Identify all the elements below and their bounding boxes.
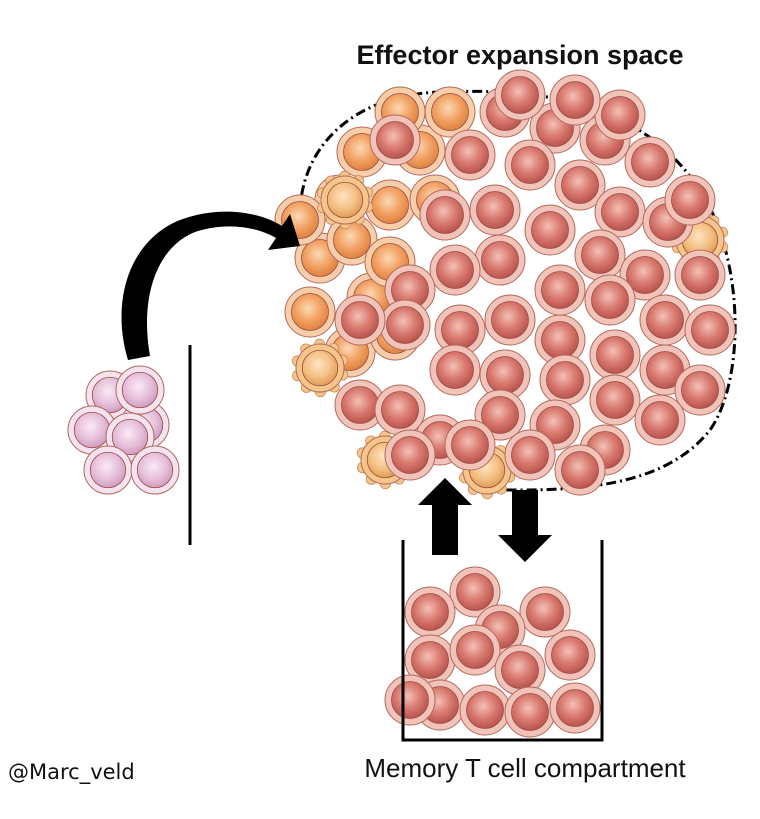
effector-cell <box>624 136 676 188</box>
memory-t-cell <box>449 624 501 676</box>
effector-cell <box>589 329 641 381</box>
memory-t-cell <box>384 674 436 726</box>
early-effector-cell <box>284 286 336 338</box>
early-effector-cell <box>364 179 416 231</box>
effector-cell <box>469 184 521 236</box>
effector-cell <box>504 429 556 481</box>
expansion-space-boundary <box>298 89 737 492</box>
contracting-cell <box>316 170 374 230</box>
effector-cell <box>504 139 556 191</box>
memory-t-cell <box>519 586 571 638</box>
effector-cell <box>444 129 496 181</box>
naive-t-cells <box>67 365 180 495</box>
effector-cell <box>534 314 586 366</box>
effector-cell <box>484 294 536 346</box>
effector-cell <box>554 444 606 496</box>
effector-cell <box>384 429 436 481</box>
effector-cell <box>494 69 546 121</box>
effector-cell <box>474 389 526 441</box>
effector-cell <box>664 174 716 226</box>
effector-cell <box>594 186 646 238</box>
memory-t-cell <box>449 566 501 618</box>
memory-t-cell <box>404 586 456 638</box>
effector-cell <box>334 379 386 431</box>
memory-cells <box>384 566 601 738</box>
effector-cell <box>589 374 641 426</box>
effector-cell <box>374 384 426 436</box>
author-credit: @Marc_veld <box>8 760 135 784</box>
effector-cell <box>534 264 586 316</box>
effector-cell <box>524 204 576 256</box>
effector-cell <box>369 114 421 166</box>
effector-cell <box>479 349 531 401</box>
contraction-arrow-down <box>498 490 552 562</box>
effector-cell <box>549 74 601 126</box>
memory-t-cell <box>459 684 511 736</box>
naive-t-cell <box>83 445 133 495</box>
naive-t-cell <box>130 445 180 495</box>
effector-cell <box>639 294 691 346</box>
effector-cell <box>574 229 626 281</box>
activation-arrow <box>121 211 300 360</box>
effector-cell <box>444 419 496 471</box>
effector-cells <box>334 69 736 496</box>
naive-t-cell <box>115 365 165 415</box>
effector-cell <box>379 299 431 351</box>
naive-t-cell <box>67 405 117 455</box>
memory-t-cell <box>404 634 456 686</box>
effector-cell <box>474 234 526 286</box>
early-effector-cell <box>424 86 476 138</box>
effector-cell <box>434 304 486 356</box>
effector-cell <box>429 244 481 296</box>
compartment-label: Memory T cell compartment <box>364 753 686 783</box>
effector-cell <box>674 364 726 416</box>
memory-t-cell <box>504 686 556 738</box>
early-effector-cell <box>326 214 378 266</box>
effector-cell <box>584 274 636 326</box>
effector-cell <box>594 89 646 141</box>
memory-t-cell <box>544 629 596 681</box>
diagram-title: Effector expansion space <box>356 40 684 70</box>
effector-cell <box>419 189 471 241</box>
memory-compartment-box <box>401 540 604 742</box>
effector-cell <box>619 249 671 301</box>
effector-cell <box>334 294 386 346</box>
contracting-cell <box>291 338 349 398</box>
effector-cell <box>429 344 481 396</box>
effector-cell <box>674 249 726 301</box>
memory-t-cell <box>494 644 546 696</box>
memory-t-cell <box>549 682 601 734</box>
effector-cell <box>539 354 591 406</box>
effector-cell <box>634 394 686 446</box>
effector-cell <box>554 159 606 211</box>
effector-cell <box>684 304 736 356</box>
recall-arrow-up <box>418 478 472 555</box>
